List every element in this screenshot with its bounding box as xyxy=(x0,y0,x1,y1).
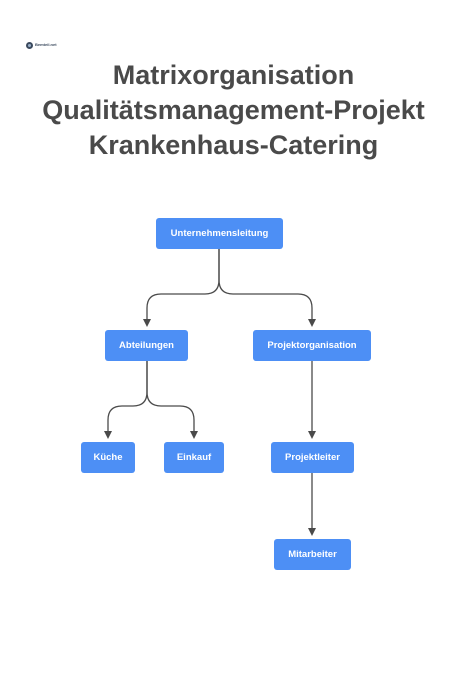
node-projektleiter: Projektleiter xyxy=(271,442,354,473)
node-abteilungen: Abteilungen xyxy=(105,330,188,361)
logo-text: Bemteil.net xyxy=(35,42,57,47)
logo: Bemteil.net xyxy=(26,40,58,50)
node-unternehmensleitung: Unternehmensleitung xyxy=(156,218,283,249)
edge-root-to-abteilungen xyxy=(143,249,220,327)
page-title: Matrixorganisation Qualitätsmanagement-P… xyxy=(0,58,467,163)
node-einkauf: Einkauf xyxy=(164,442,224,473)
title-line-2: Qualitätsmanagement-Projekt xyxy=(42,95,425,125)
logo-icon xyxy=(26,41,33,49)
title-line-3: Krankenhaus-Catering xyxy=(88,130,379,160)
edge-root-to-projektorganisation xyxy=(218,249,316,327)
edge-abteilungen-to-kueche xyxy=(104,361,148,439)
node-kueche: Küche xyxy=(81,442,135,473)
node-mitarbeiter: Mitarbeiter xyxy=(274,539,351,570)
title-line-1: Matrixorganisation xyxy=(112,60,355,90)
edge-abteilungen-to-einkauf xyxy=(146,361,198,439)
node-projektorganisation: Projektorganisation xyxy=(253,330,371,361)
